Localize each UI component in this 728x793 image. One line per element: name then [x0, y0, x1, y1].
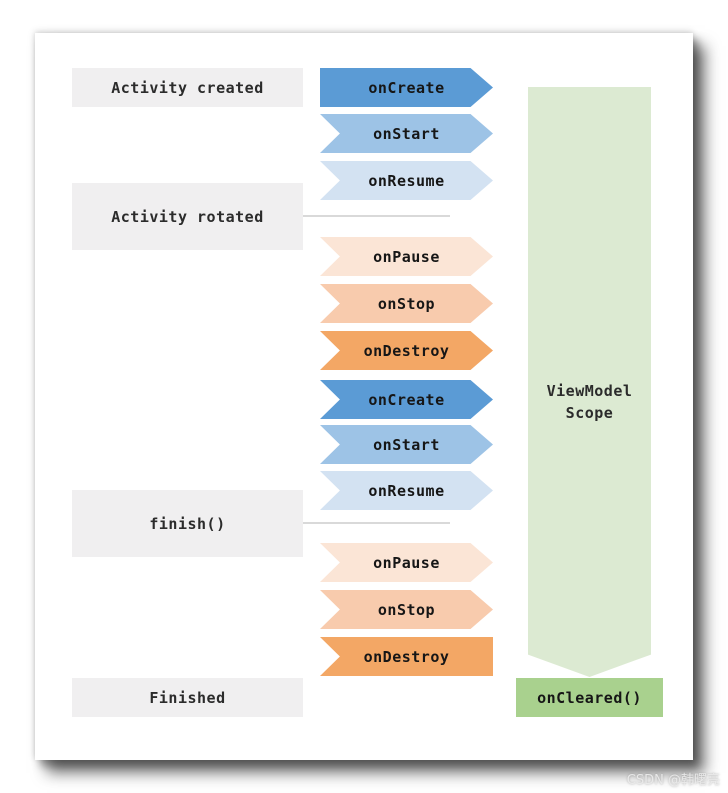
lifecycle-arrow-label: onResume: [368, 481, 445, 500]
state-activity-created-label: Activity created: [111, 78, 264, 97]
state-finish: finish(): [72, 490, 303, 557]
lifecycle-arrow-onstart: onStart: [320, 425, 493, 464]
connector-line-finish: [303, 522, 450, 524]
oncleared-box: onCleared(): [516, 678, 663, 717]
lifecycle-arrow-label: onCreate: [368, 390, 445, 409]
lifecycle-arrow-oncreate: onCreate: [320, 380, 493, 419]
lifecycle-arrow-onpause: onPause: [320, 543, 493, 582]
lifecycle-arrow-ondestroy: onDestroy: [320, 637, 493, 676]
lifecycle-arrow-ondestroy: onDestroy: [320, 331, 493, 370]
csdn-watermark: CSDN @韩曙亮: [626, 773, 720, 788]
lifecycle-arrow-label: onCreate: [368, 78, 445, 97]
lifecycle-arrow-onstart: onStart: [320, 114, 493, 153]
lifecycle-arrow-label: onStop: [377, 600, 436, 619]
oncleared-label: onCleared(): [537, 688, 642, 707]
lifecycle-arrow-label: onDestroy: [363, 341, 450, 360]
lifecycle-arrow-onresume: onResume: [320, 471, 493, 510]
state-finished: Finished: [72, 678, 303, 717]
lifecycle-arrow-label: onStart: [373, 124, 440, 143]
lifecycle-arrow-label: onStart: [373, 435, 440, 454]
viewmodel-scope-arrow: ViewModel Scope: [528, 87, 651, 677]
viewmodel-scope-label: ViewModel Scope: [546, 382, 633, 422]
lifecycle-arrow-onstop: onStop: [320, 590, 493, 629]
viewmodel-lifecycle-diagram: Activity created Activity rotated finish…: [35, 33, 693, 760]
lifecycle-arrow-label: onPause: [373, 553, 440, 572]
lifecycle-arrow-label: onStop: [377, 294, 436, 313]
lifecycle-arrow-oncreate: onCreate: [320, 68, 493, 107]
state-activity-rotated: Activity rotated: [72, 183, 303, 250]
lifecycle-arrow-label: onDestroy: [363, 647, 450, 666]
connector-line-rotated: [303, 215, 450, 217]
lifecycle-arrow-onpause: onPause: [320, 237, 493, 276]
state-finished-label: Finished: [149, 688, 226, 707]
state-activity-rotated-label: Activity rotated: [111, 207, 264, 226]
state-finish-label: finish(): [149, 514, 226, 533]
state-activity-created: Activity created: [72, 68, 303, 107]
lifecycle-arrow-label: onPause: [373, 247, 440, 266]
lifecycle-arrow-onresume: onResume: [320, 161, 493, 200]
lifecycle-arrow-label: onResume: [368, 171, 445, 190]
lifecycle-arrow-onstop: onStop: [320, 284, 493, 323]
